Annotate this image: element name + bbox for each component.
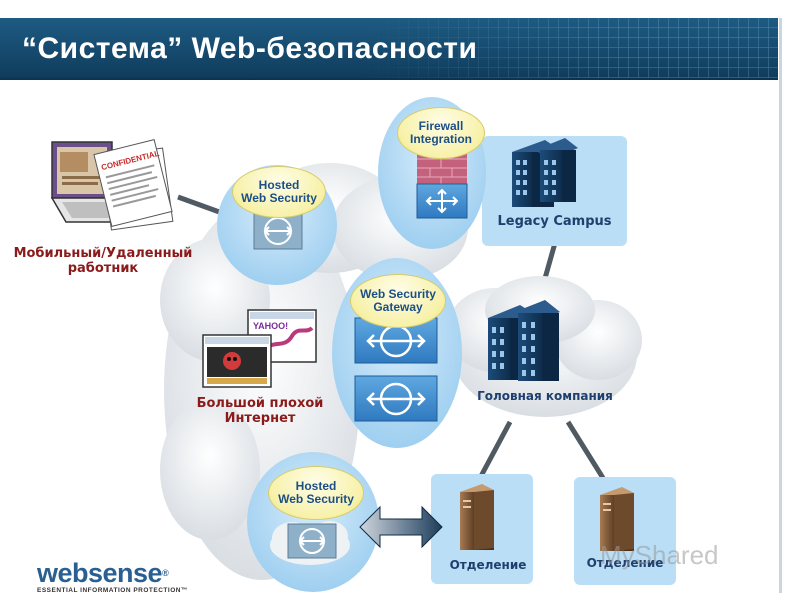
- line-hq-branch2: [565, 420, 606, 480]
- mobile-worker-label: Мобильный/Удаленный работник: [10, 246, 196, 276]
- gateway-pill: Web Security Gateway: [350, 274, 446, 328]
- hosted-bottom-router-icon: [287, 523, 337, 559]
- branch-label-2: Отделение: [586, 556, 664, 570]
- line-hq-branch1: [477, 420, 513, 480]
- internet-browser-icons: YAHOO!: [202, 309, 317, 388]
- gateway-router-icon-1: [354, 317, 438, 364]
- websense-logo-name: websense: [37, 558, 163, 588]
- hosted-bottom-pill: Hosted Web Security: [268, 466, 364, 520]
- gateway-pill-line2: Gateway: [373, 300, 423, 314]
- firewall-pill: Firewall Integration: [397, 107, 485, 159]
- internet-label-text: Большой плохой Интернет: [196, 396, 324, 426]
- headquarters-building-icon: [488, 300, 560, 381]
- hosted-bottom-pill-line2: Web Security: [278, 492, 354, 506]
- title-bar: “Система” Web-безопасности: [0, 18, 778, 80]
- confidential-document-icon: CONFIDENTIAL: [93, 138, 174, 231]
- watermark: MyShared: [600, 540, 719, 570]
- websense-tagline: ESSENTIAL INFORMATION PROTECTION™: [37, 587, 188, 594]
- header-grid-decoration: [358, 18, 778, 78]
- branch-server-icon-1: [460, 484, 494, 550]
- hosted-bottom-pill-line1: Hosted: [295, 479, 337, 493]
- hosted-top-pill-line2: Web Security: [241, 191, 317, 205]
- yahoo-logo: YAHOO!: [253, 321, 288, 331]
- websense-logo: websense® ESSENTIAL INFORMATION PROTECTI…: [37, 558, 188, 595]
- hosted-top-router-icon: [253, 212, 303, 250]
- headquarters-label: Головная компания: [477, 389, 613, 403]
- hosted-top-pill-line1: Hosted: [258, 178, 300, 192]
- legacy-campus-building-icon: [512, 138, 578, 207]
- gateway-pill-line1: Web Security: [360, 287, 436, 301]
- slide-title: “Система” Web-безопасности: [22, 32, 478, 65]
- firewall-pill-line1: Firewall: [418, 119, 464, 133]
- bidirectional-arrow-icon: [359, 505, 443, 549]
- hosted-top-pill: Hosted Web Security: [232, 166, 326, 218]
- right-divider: [779, 18, 782, 593]
- legacy-campus-label: Legacy Campus: [497, 214, 612, 229]
- branch-server-icon-2: [600, 487, 634, 551]
- internet-label: Большой плохой Интернет: [185, 396, 335, 426]
- websense-logo-text: websense®: [37, 558, 169, 588]
- branch-label-1: Отделение: [449, 558, 527, 572]
- firewall-icon: [416, 150, 468, 219]
- firewall-pill-line2: Integration: [410, 132, 472, 146]
- gateway-router-icon-2: [354, 375, 438, 422]
- mobile-worker-label-text: Мобильный/Удаленный работник: [13, 246, 193, 276]
